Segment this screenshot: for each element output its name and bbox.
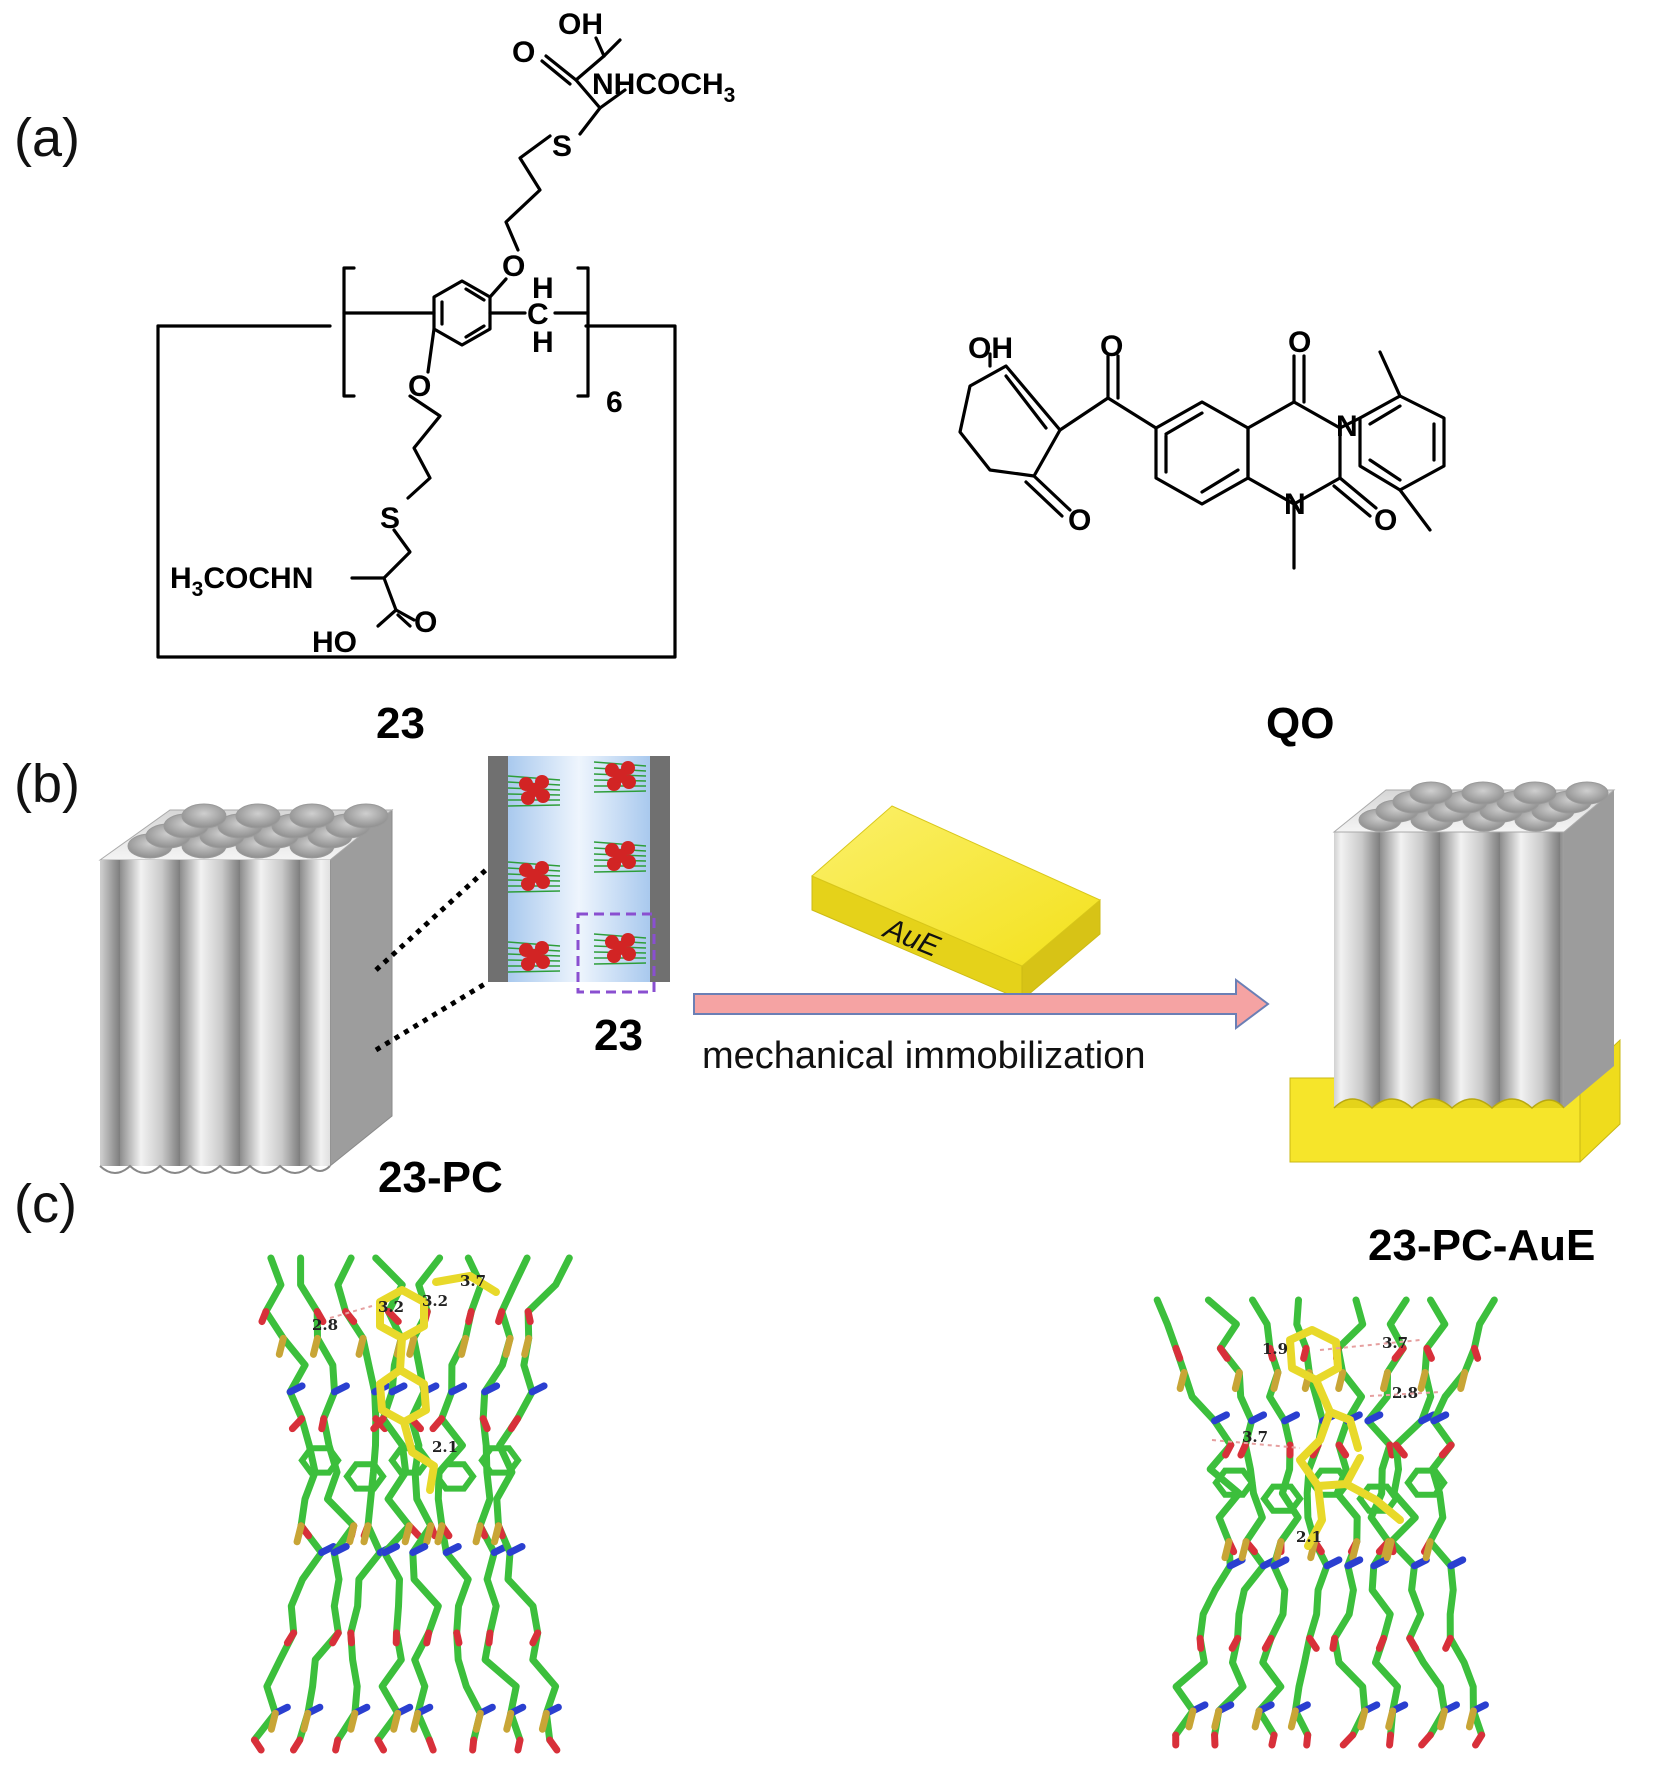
cube-left-holes [127, 803, 389, 859]
compound-label-23: 23 [376, 699, 425, 748]
molecular-model-right [1153, 1296, 1498, 1749]
panel-letter-a: (a) [14, 108, 80, 168]
host-strand [434, 1254, 485, 1744]
label-s-bottom: S [380, 502, 400, 535]
host-molecule [593, 841, 647, 873]
dashed-selection-box [576, 912, 656, 994]
guest-qo [376, 1272, 500, 1494]
pore-hole [235, 803, 281, 829]
label-repeat-6: 6 [606, 386, 623, 419]
molecular-model-left [250, 1254, 573, 1754]
label-o-carbonyl-bottom: O [414, 606, 437, 639]
qo-label-n1: N [1284, 488, 1306, 521]
label-23-pc: 23-PC [378, 1153, 503, 1202]
pore-hole [1461, 781, 1505, 805]
compound-label-qo: QO [1266, 699, 1334, 748]
host-molecule [593, 933, 647, 965]
zoom-line-top [374, 866, 490, 972]
qo-label-o-ring: O [1068, 504, 1091, 537]
dist-left-5: 2.1 [432, 1438, 458, 1456]
pore-hole [343, 803, 389, 829]
host-strand [1153, 1296, 1243, 1739]
host-molecule [507, 775, 561, 807]
porous-cube-left [98, 803, 394, 1174]
structure-23: OH O NHCOCH3 S O H C H 6 O S H3COCHN O H… [156, 8, 735, 748]
label-c-bridge: C [527, 298, 549, 331]
panel-letter-b: (b) [14, 754, 80, 814]
pore-hole [1409, 781, 1453, 805]
label-h3cochn-bottom: H3COCHN [170, 562, 313, 601]
label-h-bottom: H [532, 326, 554, 359]
dist-right-4: 3.7 [1242, 1428, 1268, 1446]
gold-electrode: AuE [811, 805, 1101, 1002]
label-nhcoch3-top: NHCOCH3 [592, 68, 735, 107]
qo-label-o-c2: O [1374, 504, 1397, 537]
dist-left-4: 2.8 [312, 1316, 338, 1334]
hbond-dashes [329, 1305, 1441, 1449]
label-23-pc-aue: 23-PC-AuE [1368, 1221, 1595, 1270]
label-oh-top: OH [558, 8, 603, 41]
pore-hole [181, 803, 227, 829]
label-o-ether-bottom: O [408, 370, 431, 403]
frame-bracket [156, 324, 677, 659]
panel-letter-c: (c) [14, 1174, 77, 1234]
dist-right-1: 1.9 [1262, 1340, 1288, 1358]
qo-label-n3: N [1336, 410, 1358, 443]
porous-cube-right [1289, 781, 1621, 1163]
label-o-ether-top: O [502, 250, 525, 283]
label-ho-bottom: HO [312, 626, 357, 659]
host-strand [1426, 1296, 1498, 1739]
dist-left-1: 3.2 [422, 1292, 448, 1310]
cube-right-holes [1358, 781, 1609, 832]
dist-right-5: 2.1 [1296, 1528, 1322, 1546]
distance-labels-left: 3.2 3.2 3.7 2.8 2.1 [312, 1272, 486, 1456]
pore-host-molecules [507, 761, 647, 973]
structure-qo: OH O O O N N O QO [958, 326, 1446, 748]
label-s-top: S [552, 130, 572, 163]
pore-hole [289, 803, 335, 829]
zoom-line-bottom [374, 979, 490, 1053]
pore-closeup [488, 756, 670, 994]
dist-left-2: 3.2 [378, 1298, 404, 1316]
host-molecule [507, 861, 561, 893]
pore-hole [1565, 781, 1609, 805]
dist-left-3: 3.7 [460, 1272, 486, 1290]
pore-hole [1513, 781, 1557, 805]
cube-left-side [329, 808, 393, 1168]
pore-label-23: 23 [594, 1011, 643, 1060]
host-strand [476, 1254, 531, 1744]
host-strand [334, 1254, 384, 1744]
qo-label-o-c4: O [1288, 326, 1311, 359]
process-arrow [693, 978, 1270, 1030]
qo-label-oh: OH [968, 332, 1013, 365]
label-o-carbonyl-top: O [512, 36, 535, 69]
cube-left-front [100, 860, 330, 1166]
arrow-label: mechanical immobilization [702, 1035, 1146, 1077]
host-molecule [507, 941, 561, 973]
host-molecule [593, 761, 647, 793]
guest-qo [1286, 1326, 1404, 1550]
qo-label-o-ketone: O [1100, 330, 1123, 363]
label-h-top: H [532, 272, 554, 305]
